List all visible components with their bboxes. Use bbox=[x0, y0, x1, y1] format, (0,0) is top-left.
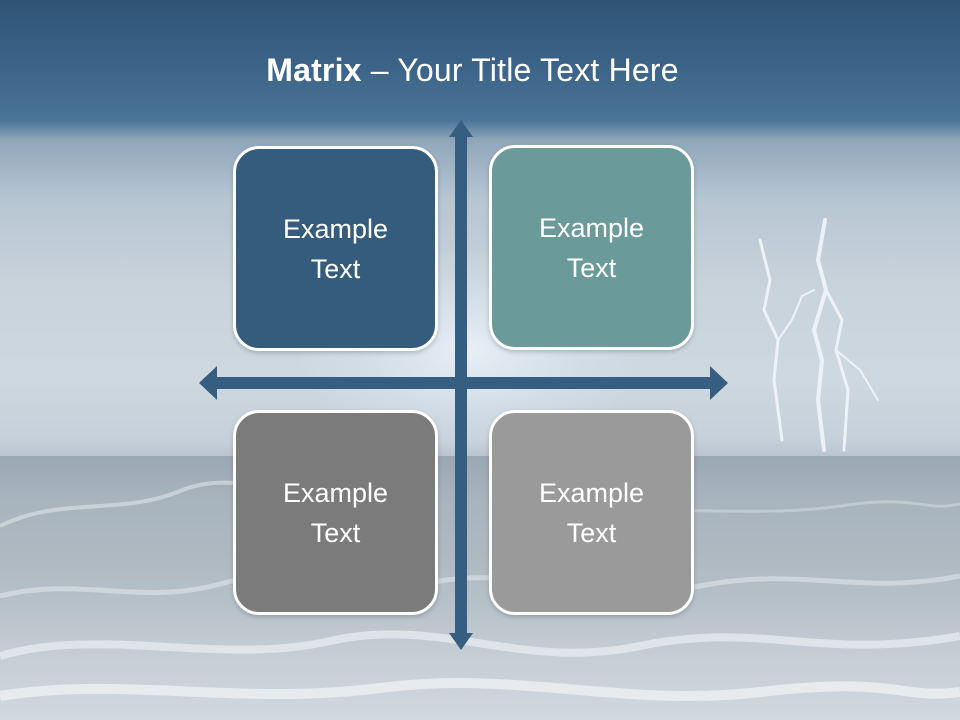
cell-text: Example Text bbox=[282, 213, 389, 284]
horizontal-axis bbox=[215, 377, 711, 389]
right-arrow-head bbox=[710, 366, 728, 400]
cell-text: Example Text bbox=[538, 212, 645, 283]
sea bbox=[0, 456, 960, 720]
matrix-cell-top-right: Example Text bbox=[489, 145, 694, 350]
title-rest: – Your Title Text Here bbox=[361, 52, 679, 88]
cell-text: Example Text bbox=[538, 477, 645, 548]
wave-crests bbox=[0, 480, 960, 701]
left-arrow-head bbox=[199, 366, 217, 400]
slide-title: Matrix – Your Title Text Here bbox=[0, 48, 945, 92]
matrix-cell-bottom-right: Example Text bbox=[489, 410, 694, 615]
down-arrow-head bbox=[449, 633, 473, 650]
lightning-bolts bbox=[758, 218, 879, 452]
title-bold-word: Matrix bbox=[266, 52, 362, 88]
cell-text: Example Text bbox=[282, 477, 389, 548]
matrix-cell-top-left: Example Text bbox=[233, 146, 438, 351]
up-arrow-head bbox=[449, 120, 473, 137]
matrix-cell-bottom-left: Example Text bbox=[233, 410, 438, 615]
